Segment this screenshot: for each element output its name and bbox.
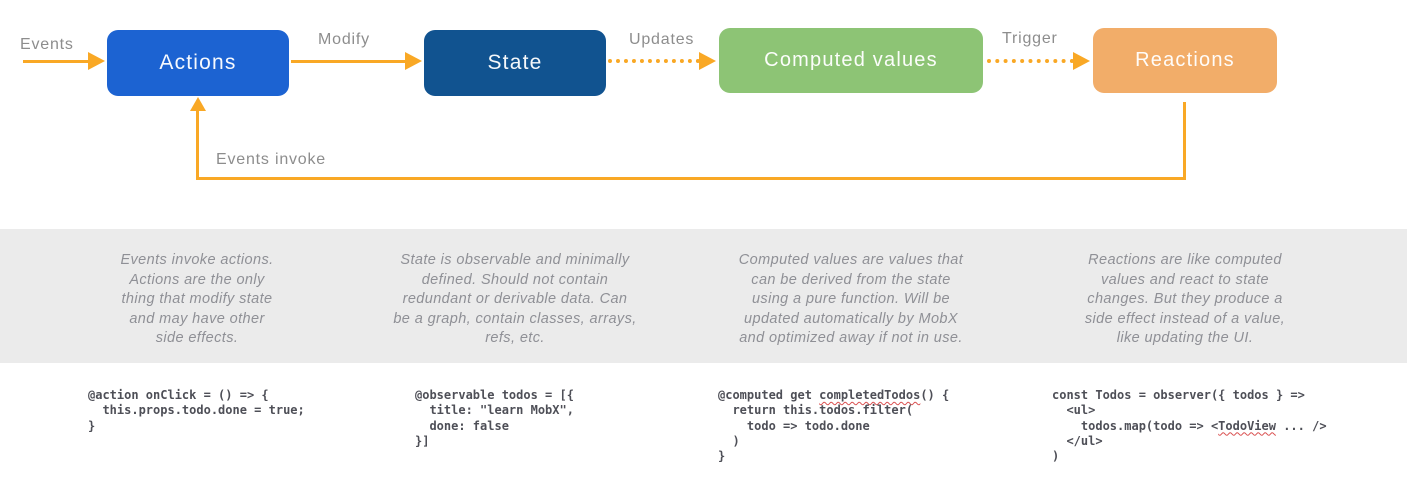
modify-label: Modify [318, 31, 370, 48]
actions-description: Events invoke actions. Actions are the o… [120, 252, 274, 346]
trigger-label: Trigger [1002, 30, 1058, 47]
actions-code-sample: @action onClick = () => { this.props.tod… [88, 388, 305, 433]
actions-node: Actions [107, 30, 289, 96]
updates-label: Updates [629, 31, 695, 48]
state-node: State [424, 30, 606, 96]
trigger-arrow-head-icon [1073, 52, 1090, 70]
state-code-sample: @observable todos = [{ title: "learn Mob… [415, 388, 574, 448]
feedback-line-right-vertical [1183, 102, 1186, 180]
events-label: Events [20, 36, 74, 53]
events-arrow-line [23, 59, 89, 63]
feedback-line-left-vertical [196, 110, 199, 180]
events-arrow-head-icon [88, 52, 105, 70]
events-invoke-label: Events invoke [216, 151, 327, 168]
trigger-arrow-dotted-line [987, 59, 1074, 63]
reactions-code-sample: const Todos = observer({ todos } => <ul>… [1052, 388, 1327, 464]
feedback-line-horizontal [196, 177, 1186, 180]
reactions-description: Reactions are like computed values and r… [1084, 252, 1286, 346]
description-band [0, 229, 1407, 363]
state-description: State is observable and minimally define… [393, 252, 637, 346]
modify-arrow-line [291, 59, 406, 63]
updates-arrow-dotted-line [608, 59, 700, 63]
reactions-node: Reactions [1093, 28, 1277, 93]
modify-arrow-head-icon [405, 52, 422, 70]
updates-arrow-head-icon [699, 52, 716, 70]
computed-values-node: Computed values [719, 28, 983, 93]
computed-values-description: Computed values are values that can be d… [738, 252, 964, 346]
feedback-arrow-head-icon [189, 97, 206, 111]
computed-values-code-sample: @computed get completedTodos() { return … [718, 388, 950, 464]
